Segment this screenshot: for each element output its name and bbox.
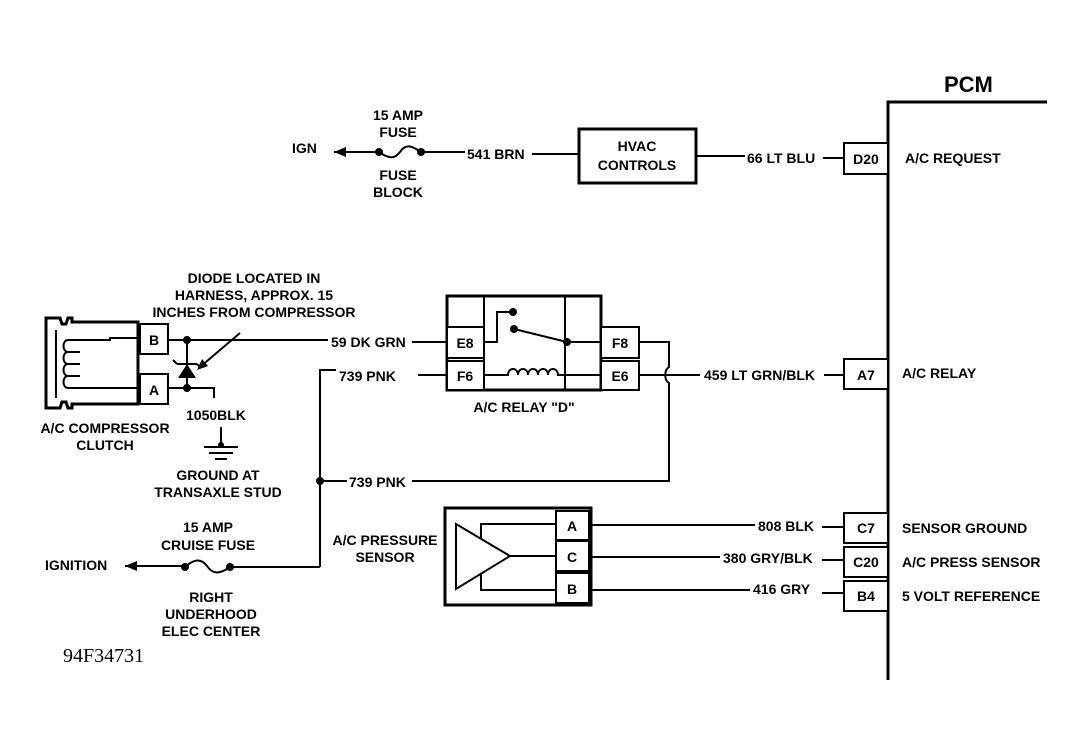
- wire-416-label: 416 GRY: [753, 581, 811, 597]
- pcm-pin-a7-label: A7: [857, 367, 875, 383]
- ign-arrow-head: [334, 147, 346, 157]
- pcm-pin-b4: [843, 580, 889, 612]
- relay-wiring: 739 PNK 739 PNK 459 LT GRN/BLK: [316, 341, 844, 567]
- ground-label-1: GROUND AT: [176, 467, 260, 483]
- pcm-pin-c7-label: C7: [857, 520, 875, 536]
- pcm-func-ac-press-sensor: A/C PRESS SENSOR: [902, 554, 1040, 570]
- ground-icon: [204, 446, 238, 460]
- diode-circuit: 59 DK GRN DIODE LOCATED IN HARNESS, APPR…: [152, 270, 447, 500]
- compressor-body: [44, 316, 140, 410]
- relay-label: A/C RELAY "D": [473, 399, 574, 415]
- diode-note-2: HARNESS, APPROX. 15: [175, 287, 333, 303]
- relay-pin-f8: [600, 326, 640, 359]
- relay-pin-f6-label: F6: [457, 368, 474, 384]
- diode-pointer: [199, 332, 241, 368]
- pcm-pin-c20-label: C20: [853, 554, 879, 570]
- wire-459-label: 459 LT GRN/BLK: [704, 367, 815, 383]
- wire-739b-label: 739 PNK: [349, 474, 406, 490]
- fuse-top-element: [378, 145, 422, 159]
- ac-relay-d: E8 F6 F8 E6 A/C RELAY "D": [445, 294, 640, 415]
- top-circuit: IGN 15 AMP FUSE FUSE BLOCK 541 BRN HVAC …: [292, 107, 844, 200]
- relay-switch-wiring: [484, 311, 600, 343]
- wire-59-label: 59 DK GRN: [331, 334, 406, 350]
- diode-note-3: INCHES FROM COMPRESSOR: [152, 304, 355, 320]
- ignition-arrow-head: [125, 561, 137, 571]
- compressor-pin-b-label: B: [149, 332, 159, 348]
- fuse-bottom-type: CRUISE FUSE: [161, 537, 255, 553]
- wire-739a-label: 739 PNK: [339, 368, 396, 384]
- pressure-sensor-label-1: A/C PRESSURE: [332, 532, 437, 548]
- pcm-func-sensor-ground: SENSOR GROUND: [902, 520, 1027, 536]
- pcm-func-five-volt-ref: 5 VOLT REFERENCE: [902, 588, 1040, 604]
- hvac-label-1: HVAC: [618, 138, 657, 154]
- diode-note-1: DIODE LOCATED IN: [188, 270, 321, 286]
- ign-source-label: IGN: [292, 140, 317, 156]
- bottom-circuit: IGNITION 15 AMP CRUISE FUSE RIGHT UNDERH…: [45, 519, 320, 639]
- pressure-sensor-pin-c-label: C: [567, 549, 577, 565]
- fuse-bottom-loc-3: ELEC CENTER: [162, 623, 261, 639]
- pressure-sensor-pin-a: [555, 510, 590, 541]
- relay-pin-f6: [446, 360, 485, 391]
- pcm-func-ac-request: A/C REQUEST: [905, 150, 1001, 166]
- diode-pointer-head: [197, 359, 208, 370]
- diode-symbol: [178, 364, 196, 378]
- pressure-sensor-label-2: SENSOR: [355, 549, 414, 565]
- fuse-top-type: FUSE: [379, 124, 416, 140]
- relay-coil: [484, 368, 601, 376]
- relay-pin-e8-label: E8: [456, 335, 473, 351]
- relay-contact-top: [509, 308, 517, 316]
- relay-switch-arm: [513, 328, 568, 343]
- pcm-boundary: [886, 100, 1047, 680]
- relay-pin-e6-label: E6: [611, 368, 628, 384]
- fuse-block-label-1: FUSE: [379, 167, 416, 183]
- wire-739-vertical: [319, 369, 336, 567]
- compressor-pin-a-label: A: [149, 382, 159, 398]
- fuse-bottom-element: [184, 559, 231, 574]
- compressor-label-1: A/C COMPRESSOR: [40, 420, 169, 436]
- pcm-module: PCM D20 A/C REQUEST A7 A/C RELAY C7 SENS…: [843, 72, 1047, 680]
- pcm-pin-d20: [843, 142, 889, 175]
- clutch-coil: [62, 339, 80, 389]
- pressure-sensor-pin-a-label: A: [567, 518, 577, 534]
- pcm-pin-b4-label: B4: [857, 588, 875, 604]
- fuse-bottom-loc-1: RIGHT: [189, 589, 233, 605]
- fuse-block-label-2: BLOCK: [373, 184, 423, 200]
- compressor-a-wire: [168, 387, 215, 398]
- wire-1050-label: 1050BLK: [186, 407, 246, 423]
- clutch-wire-b: [80, 337, 140, 341]
- ground-label-2: TRANSAXLE STUD: [154, 484, 282, 500]
- relay-pin-f8-label: F8: [612, 335, 629, 351]
- pressure-sensor-pin-b-label: B: [567, 581, 577, 597]
- pcm-func-ac-relay: A/C RELAY: [902, 365, 977, 381]
- pcm-pin-c20: [843, 546, 889, 578]
- wire-808-label: 808 BLK: [758, 518, 814, 534]
- fuse-bottom-rating: 15 AMP: [183, 519, 233, 535]
- compressor-label-2: CLUTCH: [76, 437, 134, 453]
- pressure-sensor-pin-b: [555, 572, 590, 604]
- fuse-top-rating: 15 AMP: [373, 107, 423, 123]
- figure-code: 94F34731: [63, 645, 144, 667]
- pressure-sensor-internal-wiring: [480, 523, 556, 591]
- relay-pin-e8: [446, 326, 485, 359]
- fuse-bottom-loc-2: UNDERHOOD: [165, 606, 257, 622]
- ignition-source-label: IGNITION: [45, 557, 107, 573]
- hvac-label-2: CONTROLS: [598, 157, 677, 173]
- wire-66-label: 66 LT BLU: [747, 150, 815, 166]
- wire-541-label: 541 BRN: [467, 146, 525, 162]
- pcm-pin-d20-label: D20: [853, 151, 879, 167]
- ac-compressor-clutch: B A A/C COMPRESSOR CLUTCH: [40, 316, 170, 453]
- pressure-sensor-amp-icon: [455, 522, 512, 591]
- wire-380-label: 380 GRY/BLK: [723, 550, 813, 566]
- pcm-title: PCM: [944, 72, 993, 97]
- ac-pressure-sensor: A/C PRESSURE SENSOR A C B 808 BLK 380 GR…: [332, 506, 844, 607]
